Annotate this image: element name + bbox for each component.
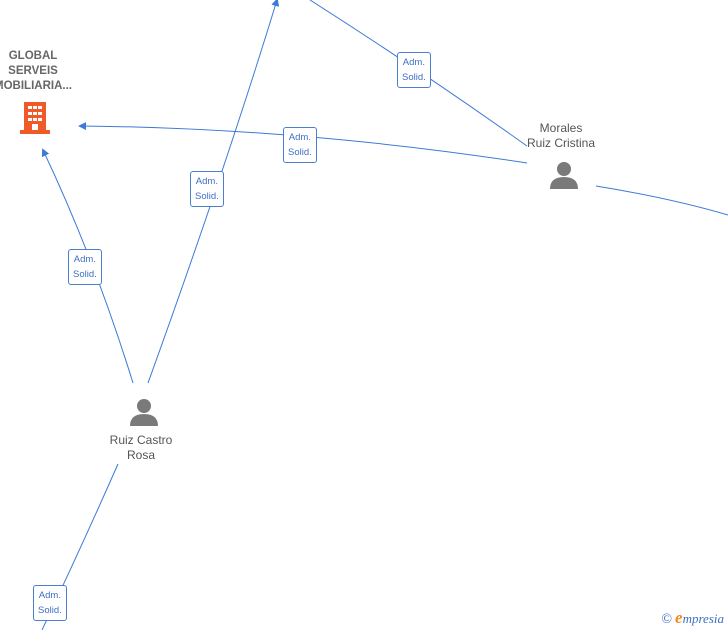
- copyright-symbol: ©: [661, 612, 673, 627]
- empresia-logo-initial: e: [675, 608, 683, 627]
- building-icon[interactable]: [19, 100, 51, 136]
- edge-label-ruiz-bottom[interactable]: Adm. Solid.: [33, 585, 67, 621]
- empresia-watermark: ©empresia: [661, 608, 724, 628]
- person-node-label-ruiz[interactable]: Ruiz Castro Rosa: [109, 433, 173, 462]
- company-node-label[interactable]: GLOBAL SERVEIS MOBILIARIA...: [0, 50, 72, 92]
- person-node-label-morales[interactable]: Morales Ruiz Cristina: [526, 121, 595, 150]
- edge-label-morales-company[interactable]: Adm. Solid.: [283, 127, 317, 163]
- person-icon[interactable]: [549, 161, 579, 189]
- edge-label-ruiz-company[interactable]: Adm. Solid.: [68, 249, 102, 285]
- empresia-logo-text: mpresia: [682, 611, 724, 626]
- person-icon[interactable]: [129, 398, 159, 426]
- edge-label-morales-top[interactable]: Adm. Solid.: [397, 52, 431, 88]
- edge-label-ruiz-top[interactable]: Adm. Solid.: [190, 171, 224, 207]
- edge-morales-right: [595, 185, 728, 216]
